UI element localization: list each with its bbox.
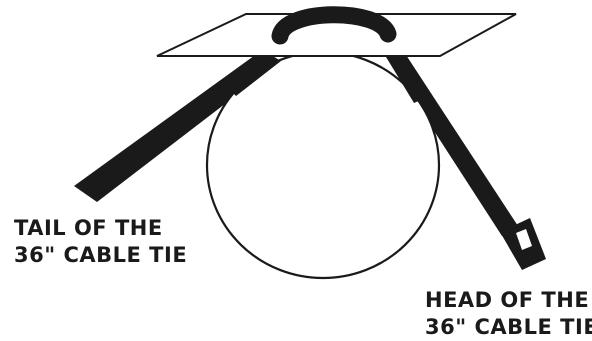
head-label: HEAD OF THE 36" CABLE TIE (425, 287, 592, 341)
tail-label-line2: 36" CABLE TIE (14, 242, 187, 269)
tail-label: TAIL OF THE 36" CABLE TIE (14, 215, 187, 269)
head-label-line1: HEAD OF THE (425, 287, 592, 314)
tail-label-line1: TAIL OF THE (14, 215, 187, 242)
